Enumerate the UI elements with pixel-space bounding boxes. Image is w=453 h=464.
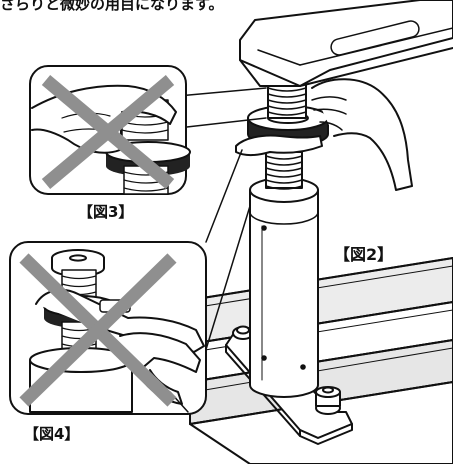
figure-2-label: 【図2】 — [334, 245, 394, 264]
jack-cylinder — [249, 177, 319, 398]
hand — [235, 78, 413, 191]
figure-3-label: 【図3】 — [78, 203, 134, 221]
top-caption: さらりと微妙の用目になります。 — [0, 0, 224, 13]
prohibition-x-fig3 — [41, 75, 175, 189]
prohibition-x-fig4 — [19, 253, 177, 407]
lower-screw — [265, 151, 303, 190]
work-piece — [239, 0, 453, 87]
upper-screw — [267, 83, 307, 119]
figure-4-label: 【図4】 — [24, 425, 80, 443]
